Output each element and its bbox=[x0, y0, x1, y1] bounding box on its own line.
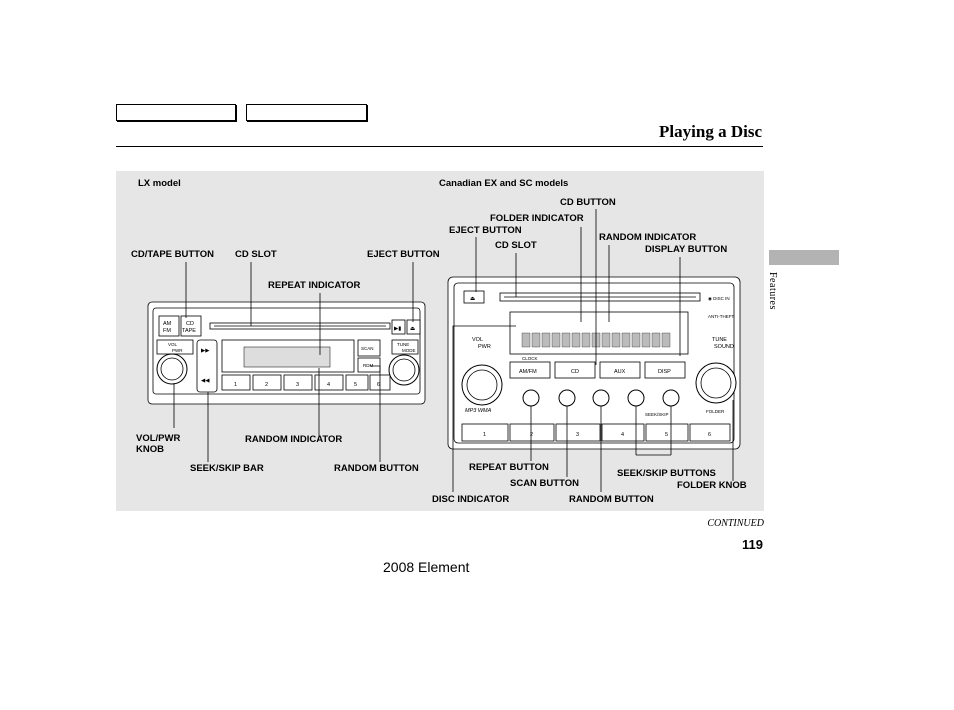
section-tab-label: Features bbox=[767, 272, 778, 310]
lx-radio-unit: AM FM CD TAPE ▶▮ ⏏ VOL PWR TUNE MODE ▶▶ … bbox=[147, 301, 426, 405]
svg-text:RDM: RDM bbox=[363, 363, 373, 368]
lx-seek-skip-bar bbox=[196, 339, 218, 393]
svg-text:ANTI-THEFT: ANTI-THEFT bbox=[708, 314, 734, 319]
header-rule bbox=[116, 146, 763, 147]
callout-ex-random-button: RANDOM BUTTON bbox=[569, 494, 654, 505]
section-tab bbox=[769, 250, 839, 265]
callout-ex-disc-indicator: DISC INDICATOR bbox=[432, 494, 510, 505]
nav-box-left[interactable] bbox=[116, 104, 236, 121]
callout-ex-seek-skip-buttons: SEEK/SKIP BUTTONS bbox=[617, 468, 716, 479]
svg-text:MODE: MODE bbox=[402, 348, 416, 353]
svg-text:PWR: PWR bbox=[172, 348, 183, 353]
callout-lx-seek-skip-bar: SEEK/SKIP BAR bbox=[190, 463, 264, 474]
svg-text:◀◀: ◀◀ bbox=[201, 378, 210, 384]
svg-text:3: 3 bbox=[296, 382, 299, 388]
callout-ex-display-button: DISPLAY BUTTON bbox=[645, 244, 728, 255]
svg-text:2: 2 bbox=[265, 382, 268, 388]
svg-text:PWR: PWR bbox=[478, 344, 491, 350]
svg-text:1: 1 bbox=[234, 382, 237, 388]
ex-am-fm-button bbox=[509, 361, 551, 379]
svg-text:4: 4 bbox=[327, 382, 330, 388]
callout-ex-random-indicator: RANDOM INDICATOR bbox=[599, 232, 697, 243]
lx-am-fm-button bbox=[158, 315, 180, 337]
callout-ex-folder-indicator: FOLDER INDICATOR bbox=[490, 213, 584, 224]
ex-scan-button bbox=[558, 389, 576, 407]
svg-text:FM: FM bbox=[163, 328, 171, 334]
callout-lx-cd-tape-button: CD/TAPE BUTTON bbox=[131, 249, 215, 260]
lx-tune-knob bbox=[388, 354, 420, 386]
svg-text:DISP: DISP bbox=[658, 369, 671, 375]
callout-ex-repeat-button: REPEAT BUTTON bbox=[469, 462, 549, 473]
svg-text:CLOCK: CLOCK bbox=[522, 356, 538, 361]
callout-ex-cd-slot: CD SLOT bbox=[495, 240, 537, 251]
ex-radio-unit: ⏏ ◉ DISC IN ANTI-THEFT CLOCK VOL PWR TUN… bbox=[447, 276, 741, 450]
ex-repeat-button bbox=[522, 389, 540, 407]
callout-ex-cd-button: CD BUTTON bbox=[560, 197, 616, 208]
callout-lx-repeat-indicator: REPEAT INDICATOR bbox=[268, 280, 361, 291]
svg-text:CD: CD bbox=[186, 321, 194, 327]
lx-random-button bbox=[357, 357, 381, 373]
svg-text:▶▶: ▶▶ bbox=[201, 348, 210, 354]
callout-lx-vol-pwr-knob: VOL/PWR KNOB bbox=[136, 433, 180, 455]
callout-lx-cd-slot: CD SLOT bbox=[235, 249, 277, 260]
ex-seek-back-button bbox=[627, 389, 645, 407]
svg-text:AM/FM: AM/FM bbox=[519, 369, 537, 375]
ex-random-button bbox=[592, 389, 610, 407]
page-title: Playing a Disc bbox=[659, 122, 762, 141]
callout-lx-random-button: RANDOM BUTTON bbox=[334, 463, 419, 474]
svg-text:TUNE: TUNE bbox=[712, 337, 727, 343]
svg-text:◉ DISC IN: ◉ DISC IN bbox=[708, 296, 730, 301]
callout-ex-eject-button: EJECT BUTTON bbox=[449, 225, 522, 236]
svg-text:6: 6 bbox=[708, 432, 711, 438]
lx-leader-lines bbox=[173, 262, 414, 462]
lx-vol-pwr-knob bbox=[156, 353, 188, 385]
svg-text:MP3 WMA: MP3 WMA bbox=[465, 408, 492, 414]
svg-text:SCAN: SCAN bbox=[361, 346, 374, 351]
svg-text:⏏: ⏏ bbox=[410, 326, 416, 332]
callout-lx-random-indicator: RANDOM INDICATOR bbox=[245, 434, 343, 445]
svg-text:1: 1 bbox=[483, 432, 486, 438]
svg-text:TUNE: TUNE bbox=[397, 342, 409, 347]
ex-vol-knob bbox=[461, 364, 503, 406]
svg-text:TAPE: TAPE bbox=[182, 328, 196, 334]
ex-leader-lines bbox=[452, 209, 734, 492]
lx-cd-tape-button bbox=[180, 315, 202, 337]
svg-text:VOL: VOL bbox=[168, 342, 178, 347]
callout-ex-folder-knob: FOLDER KNOB bbox=[677, 480, 747, 491]
continued-label: CONTINUED bbox=[707, 518, 764, 529]
svg-text:AM: AM bbox=[163, 321, 172, 327]
svg-text:6: 6 bbox=[377, 382, 380, 388]
svg-text:FOLDER: FOLDER bbox=[706, 409, 725, 414]
svg-text:▶▮: ▶▮ bbox=[394, 326, 401, 332]
svg-text:4: 4 bbox=[621, 432, 624, 438]
callout-lx-eject-button: EJECT BUTTON bbox=[367, 249, 440, 260]
lx-model-label: LX model bbox=[138, 178, 181, 189]
ex-disp-button bbox=[644, 361, 686, 379]
callout-lx-vol-pwr-line1: VOL/PWR bbox=[136, 433, 181, 444]
svg-text:CD: CD bbox=[571, 369, 579, 375]
callout-ex-scan-button: SCAN BUTTON bbox=[510, 478, 579, 489]
ex-seek-fwd-button bbox=[662, 389, 680, 407]
page-number: 119 bbox=[742, 537, 763, 552]
svg-text:SOUND: SOUND bbox=[714, 344, 734, 350]
callout-lx-vol-pwr-line2: KNOB bbox=[136, 444, 164, 455]
svg-text:AUX: AUX bbox=[614, 369, 626, 375]
ex-folder-knob bbox=[695, 362, 737, 404]
lx-eject-button bbox=[406, 319, 421, 335]
ex-model-label: Canadian EX and SC models bbox=[439, 178, 569, 189]
svg-text:3: 3 bbox=[576, 432, 579, 438]
model-name: 2008 Element bbox=[383, 559, 470, 575]
nav-box-right[interactable] bbox=[246, 104, 367, 121]
svg-text:SEEK/SKIP: SEEK/SKIP bbox=[645, 412, 669, 417]
ex-cd-button bbox=[554, 361, 596, 379]
svg-text:VOL: VOL bbox=[472, 337, 483, 343]
svg-text:5: 5 bbox=[354, 382, 357, 388]
svg-text:⏏: ⏏ bbox=[470, 296, 476, 302]
svg-text:2: 2 bbox=[530, 432, 533, 438]
ex-eject-button bbox=[463, 290, 485, 304]
svg-text:5: 5 bbox=[665, 432, 668, 438]
ex-aux-button bbox=[599, 361, 641, 379]
